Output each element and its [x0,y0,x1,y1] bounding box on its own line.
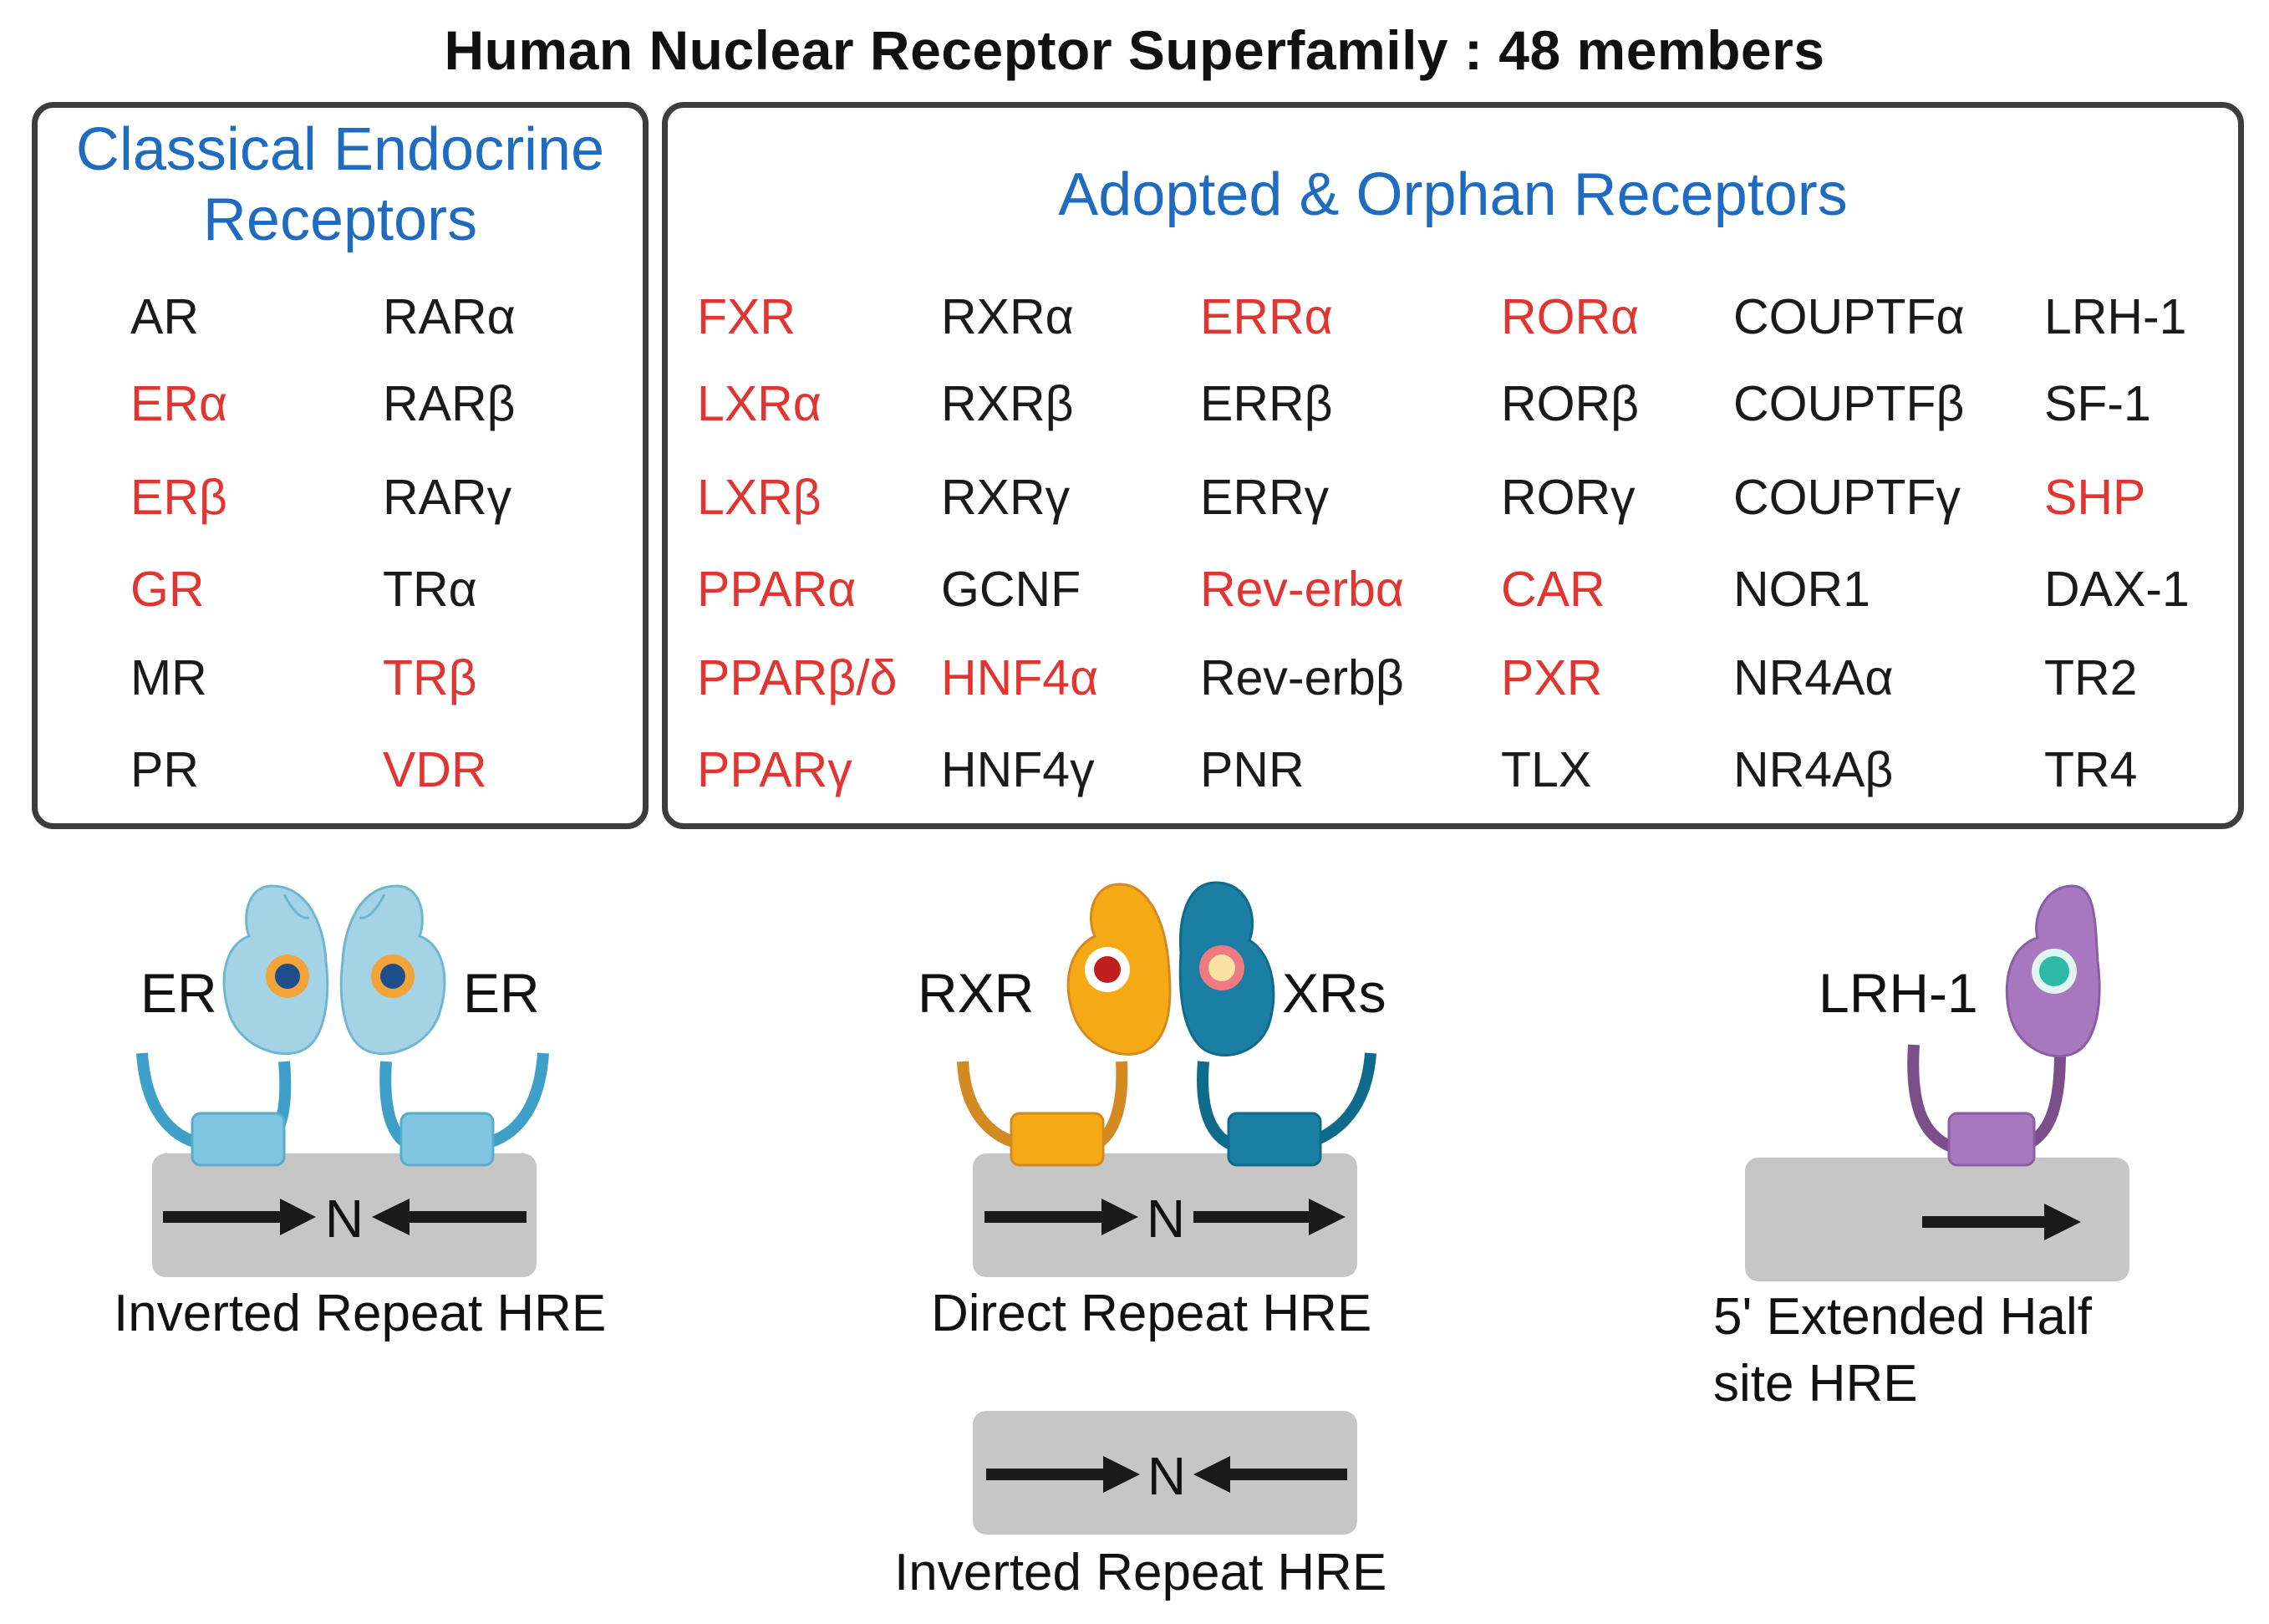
adopted-receptor: RORβ [1501,376,1640,431]
adopted-receptor: RXRβ [941,376,1074,431]
classical-receptor: VDR [383,742,487,797]
rxr-ligand-core [1094,956,1121,983]
rxr-heterodimer-diagram: N [957,881,1376,1277]
adopted-receptor: PPARβ/δ [697,650,898,705]
er-right-dbd [399,1112,495,1167]
adopted-receptor: TR2 [2044,650,2138,705]
adopted-receptor: Rev-erbα [1200,562,1404,617]
half-site-arrow-head [2044,1204,2081,1240]
classical-receptor: AR [130,289,199,344]
classical-title-line1: Classical Endocrine [75,116,605,183]
er-left-lbd-notch [282,893,310,919]
dna-block [152,1153,537,1277]
adopted-receptor: PNR [1200,742,1305,797]
adopted-receptor: NOR1 [1733,562,1870,617]
classical-receptor: RARγ [383,470,512,525]
classical-receptor: RARα [383,289,516,344]
lrh1-ligand-core [2039,956,2069,986]
adopted-receptor: COUPTFγ [1733,470,1961,525]
er-caption: Inverted Repeat HRE [114,1285,607,1342]
er-right-ligand-core [380,964,405,989]
er-left-label: ER [140,962,217,1024]
arrow-right-head [280,1199,316,1235]
er-right-label: ER [463,962,540,1024]
xrs-label: XRs [1282,962,1386,1024]
classical-panel-title: Classical Endocrine Receptors [38,115,643,255]
adopted-receptor: RORα [1501,289,1640,344]
rxr-label: RXR [918,962,1035,1024]
classical-receptor: RARβ [383,376,516,431]
figure-title: Human Nuclear Receptor Superfamily : 48 … [444,19,1825,81]
lrh1-caption-line2: site HRE [1713,1355,1918,1413]
adopted-receptor: SF-1 [2044,376,2151,431]
adopted-receptor: LRH-1 [2044,289,2187,344]
adopted-receptor: PPARα [697,562,857,617]
classical-receptor: PR [130,742,199,797]
adopted-receptor: LXRβ [697,470,822,525]
classical-receptor: ERα [130,376,228,431]
classical-receptor: MR [130,650,207,705]
lrh1-dbd [1947,1112,2036,1167]
er-left-dbd [191,1112,286,1167]
xrs-hinge [1197,1061,1236,1151]
lrh1-caption-line1: 5' Extended Half [1713,1288,2093,1346]
classical-receptor: TRβ [383,650,477,705]
adopted-receptor: PPARγ [697,742,852,797]
adopted-receptor: ERRα [1200,289,1333,344]
classical-title-line2: Receptors [202,186,478,253]
inverted-caption: Inverted Repeat HRE [894,1544,1387,1601]
adopted-receptor: COUPTFα [1733,289,1965,344]
classical-receptor: ERβ [130,470,227,525]
adopted-receptor: COUPTFβ [1733,376,1965,431]
er-right-lbd-notch [359,893,386,919]
adopted-receptor: HNF4α [941,650,1099,705]
spacer-n: N [1147,1189,1185,1249]
inverted-repeat-element: N [973,1411,1357,1535]
adopted-receptor: RORγ [1501,470,1636,525]
classical-receptor: TRα [383,562,477,617]
classical-receptors-panel: Classical Endocrine Receptors [32,102,649,829]
arrow-left-head [1193,1456,1230,1493]
adopted-panel-title: Adopted & Orphan Receptors [1058,161,1848,228]
adopted-receptor: HNF4γ [941,742,1095,797]
lrh1-label: LRH-1 [1819,962,1978,1024]
arrow-left-head [372,1199,410,1235]
adopted-receptor: ERRγ [1200,470,1330,525]
dna-block [973,1153,1357,1277]
adopted-receptor: SHP [2044,470,2146,525]
xrs-dbd [1227,1112,1322,1167]
adopted-receptor: PXR [1501,650,1603,705]
adopted-receptor: RXRγ [941,470,1071,525]
er-dimer-diagram: N [136,884,549,1277]
adopted-receptor: TLX [1501,742,1592,797]
arrow-second-head [1309,1199,1346,1235]
dna-block [973,1411,1357,1535]
er-left-ligand-core [275,964,300,989]
adopted-receptor: DAX-1 [2044,562,2190,617]
adopted-receptor: TR4 [2044,742,2138,797]
xrs-ligand-core [1208,955,1235,981]
arrow-first-head [1101,1199,1138,1235]
rxr-caption: Direct Repeat HRE [931,1285,1372,1342]
adopted-receptor: ERRβ [1200,376,1333,431]
arrow-right-head [1103,1456,1140,1493]
rxr-dbd [1010,1112,1105,1167]
adopted-receptor: GCNF [941,562,1081,617]
spacer-n: N [1147,1446,1186,1506]
lrh1-monomer-diagram [1745,884,2129,1281]
adopted-receptor: CAR [1501,562,1605,617]
lrh1-dbd-link [1907,1044,1954,1153]
adopted-receptor: RXRα [941,289,1074,344]
adopted-receptor: LXRα [697,376,822,431]
classical-receptor: GR [130,562,205,617]
adopted-receptor: NR4Aα [1733,650,1894,705]
adopted-receptor: FXR [697,289,796,344]
adopted-receptor: Rev-erbβ [1200,650,1404,705]
adopted-receptor: NR4Aβ [1733,742,1894,797]
spacer-n: N [325,1189,364,1249]
adopted-orphan-panel: Adopted & Orphan Receptors [662,102,2244,829]
